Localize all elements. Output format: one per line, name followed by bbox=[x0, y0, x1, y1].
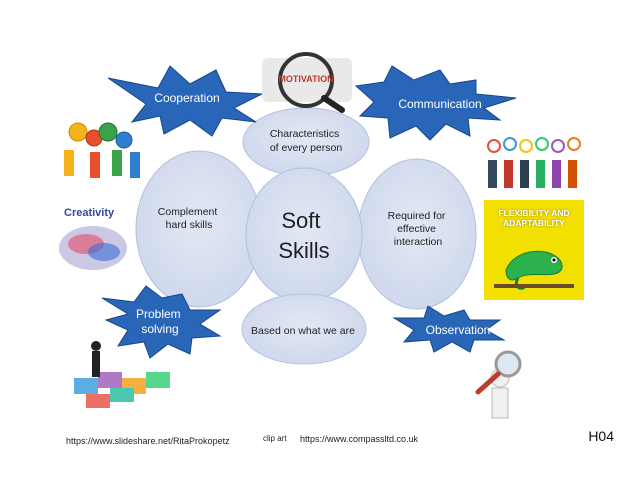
color-splatter bbox=[88, 243, 120, 261]
right-satellite-line2: effective bbox=[397, 223, 436, 235]
left-satellite-line1: Complement bbox=[158, 206, 218, 218]
speech-bubble-icon bbox=[487, 139, 501, 153]
speech-bubble-icon bbox=[567, 137, 581, 151]
person-head-icon bbox=[91, 341, 101, 351]
gear-icon bbox=[115, 131, 133, 149]
source-left-link[interactable]: https://www.slideshare.net/RitaProkopetz bbox=[66, 436, 230, 446]
magnifier-icon bbox=[494, 350, 522, 378]
callout-problem-solving-label: Problem solving bbox=[136, 307, 184, 336]
source-right-link[interactable]: https://www.compassltd.co.uk bbox=[300, 434, 419, 444]
callout-problem-line1: Problem bbox=[136, 307, 181, 321]
person-icon bbox=[90, 152, 100, 178]
top-satellite-text: Characteristics of every person bbox=[270, 128, 343, 154]
clip-art-label: clip art bbox=[263, 434, 287, 443]
right-satellite-text: Required for effective interaction bbox=[388, 210, 449, 248]
gear-icon bbox=[68, 122, 88, 142]
person-body-icon bbox=[92, 351, 100, 377]
chameleon-icon bbox=[494, 250, 574, 290]
flexibility-label: FLEXIBILITY AND ADAPTABILITY bbox=[484, 208, 584, 228]
person-icon bbox=[552, 160, 561, 188]
puzzle-piece-icon bbox=[86, 394, 110, 408]
speech-bubble-icon bbox=[551, 139, 565, 153]
center-title-line2: Skills bbox=[278, 238, 329, 263]
flexibility-label-line1: FLEXIBILITY AND bbox=[498, 208, 570, 218]
callout-communication-label: Communication bbox=[398, 97, 481, 111]
callout-problem-solving: Problem solving bbox=[101, 285, 222, 359]
observer-magnifier-image bbox=[475, 350, 522, 419]
flexibility-label-line2: ADAPTABILITY bbox=[503, 218, 565, 228]
puzzle-piece-icon bbox=[98, 372, 122, 388]
gears-people-image bbox=[64, 122, 140, 178]
left-satellite-text: Complement hard skills bbox=[158, 206, 220, 231]
callout-observation-label: Observation bbox=[426, 323, 491, 337]
slide-code: H04 bbox=[588, 428, 614, 444]
person-icon bbox=[130, 152, 140, 178]
satellite-ellipse-bottom bbox=[241, 293, 367, 365]
person-icon bbox=[520, 160, 529, 188]
puzzle-piece-icon bbox=[74, 378, 98, 394]
creativity-splatter-image bbox=[59, 226, 127, 270]
puzzle-thinker-image bbox=[74, 341, 170, 408]
center-title: Soft Skills bbox=[278, 208, 329, 263]
magnifier-handle bbox=[321, 95, 345, 113]
person-icon bbox=[504, 160, 513, 188]
callout-cooperation-label: Cooperation bbox=[154, 91, 219, 105]
gear-icon bbox=[98, 122, 118, 142]
top-satellite-line1: Characteristics bbox=[270, 128, 339, 140]
puzzle-piece-icon bbox=[110, 388, 134, 402]
creativity-label: Creativity bbox=[64, 207, 115, 219]
person-icon bbox=[64, 150, 74, 176]
flexibility-adaptability-image: FLEXIBILITY AND ADAPTABILITY bbox=[484, 200, 584, 300]
speech-bubble-icon bbox=[519, 139, 533, 153]
starburst-problem-solving bbox=[101, 285, 222, 359]
starburst-communication bbox=[354, 65, 517, 141]
top-satellite-line2: of every person bbox=[270, 142, 343, 154]
callout-cooperation: Cooperation bbox=[107, 65, 264, 137]
callout-observation: Observation bbox=[392, 305, 506, 353]
right-satellite-line3: interaction bbox=[394, 236, 443, 248]
person-icon bbox=[568, 160, 577, 188]
magnifier-handle bbox=[475, 371, 501, 395]
starburst-cooperation bbox=[107, 65, 264, 137]
callout-communication: Communication bbox=[354, 65, 517, 141]
center-title-line1: Soft bbox=[281, 208, 320, 233]
puzzle-piece-icon bbox=[146, 372, 170, 388]
center-ellipse bbox=[245, 167, 363, 303]
callout-problem-line2: solving bbox=[141, 322, 178, 336]
right-satellite-line1: Required for bbox=[388, 210, 446, 222]
people-communicating-image bbox=[487, 137, 581, 188]
bottom-satellite-line1: Based on what we are bbox=[251, 325, 355, 337]
person-body-icon bbox=[491, 387, 509, 419]
person-icon bbox=[112, 150, 122, 176]
speech-bubble-icon bbox=[535, 137, 549, 151]
left-satellite-line2: hard skills bbox=[166, 219, 213, 231]
starburst-observation bbox=[392, 305, 506, 353]
motivation-label: MOTIVATION bbox=[278, 74, 333, 84]
person-icon bbox=[536, 160, 545, 188]
speech-bubble-icon bbox=[503, 137, 517, 151]
bottom-satellite-text: Based on what we are bbox=[251, 325, 355, 337]
person-icon bbox=[488, 160, 497, 188]
motivation-magnifier-image: MOTIVATION bbox=[262, 52, 352, 113]
magnifier-glass bbox=[278, 52, 334, 108]
